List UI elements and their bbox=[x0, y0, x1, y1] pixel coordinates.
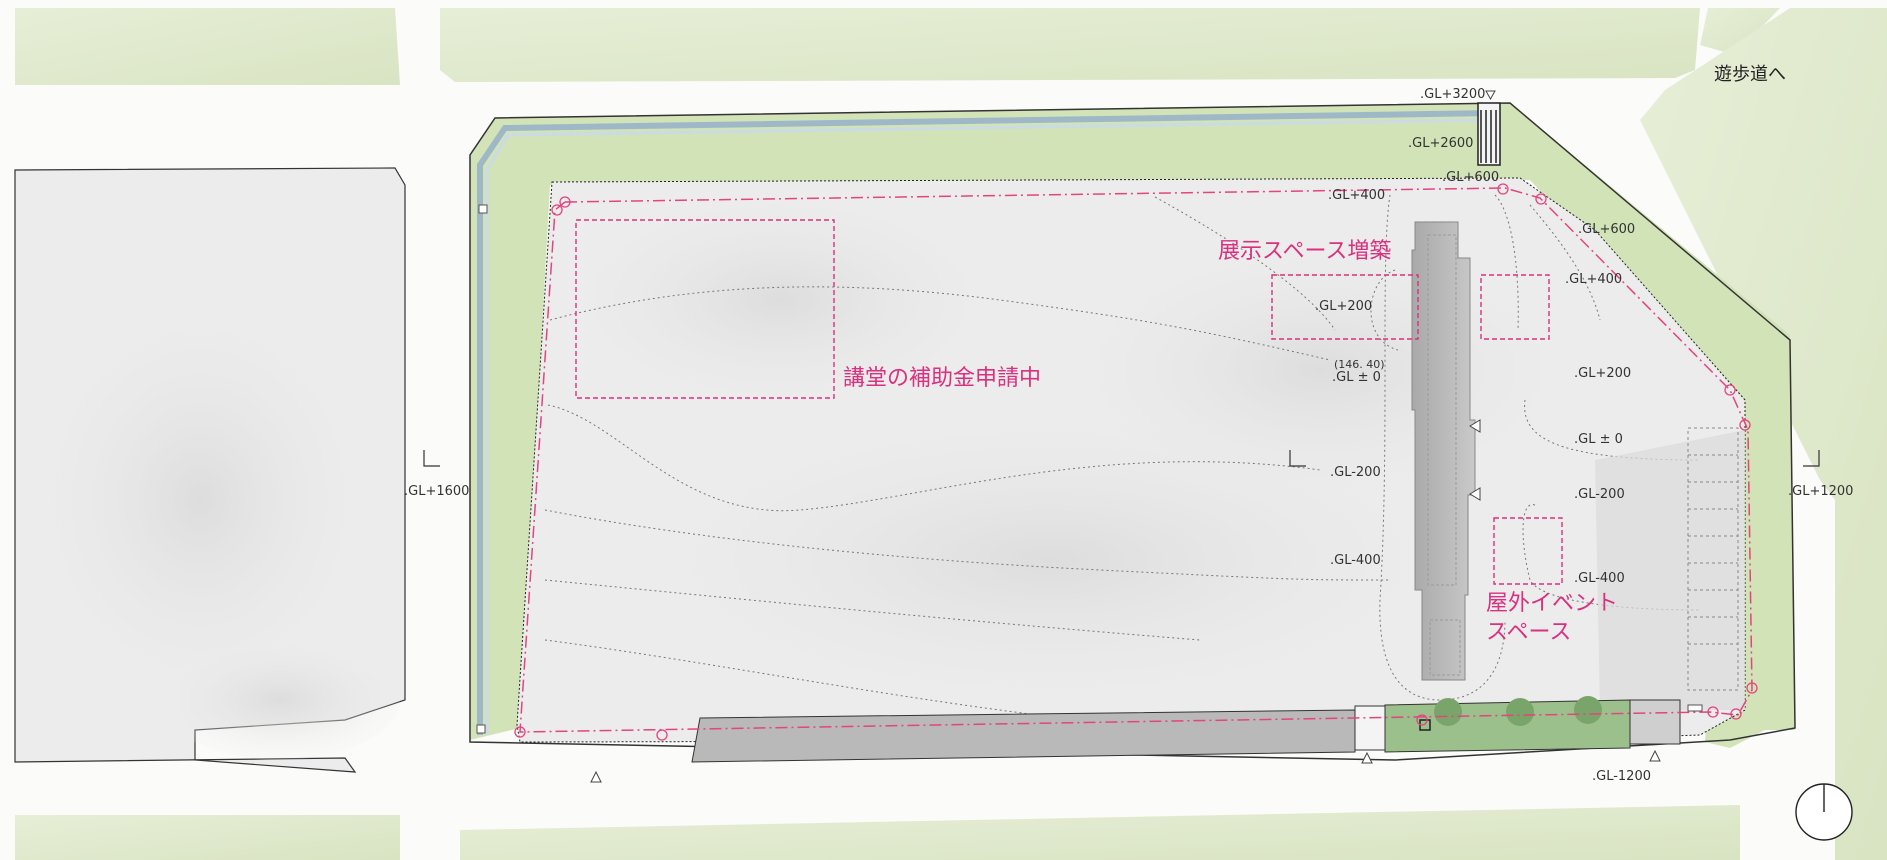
level-label: .GL+600 bbox=[1442, 170, 1499, 185]
field-top-center bbox=[440, 8, 1700, 82]
auditorium-annotation: 講堂の補助金申請中 bbox=[843, 366, 1041, 391]
event-space-annotation-line2: スペース bbox=[1486, 620, 1571, 645]
level-triangle-icon bbox=[1469, 419, 1481, 433]
field-bottom-left bbox=[15, 815, 400, 860]
site-lawn bbox=[470, 103, 1795, 748]
destination-label: 遊歩道へ bbox=[1714, 64, 1786, 85]
site-outline bbox=[469, 102, 1796, 761]
level-label: .GL-200 bbox=[1330, 465, 1381, 480]
level-label: .GL+400 bbox=[1565, 272, 1622, 287]
level-label: .GL-200 bbox=[1574, 487, 1625, 502]
field-right bbox=[1640, 8, 1887, 860]
level-label: .GL+400 bbox=[1328, 188, 1385, 203]
elevation-note: (146. 40) bbox=[1334, 358, 1385, 371]
exhibition-frame-east bbox=[1480, 274, 1550, 340]
surrounding-fields bbox=[15, 8, 1887, 860]
field-top-left bbox=[15, 8, 400, 85]
exhibition-frame-west bbox=[1271, 274, 1419, 340]
level-label: .GL+2600 bbox=[1408, 136, 1473, 151]
north-arrow-icon bbox=[1795, 783, 1853, 841]
level-label: .GL ± 0 bbox=[1574, 432, 1623, 447]
level-label: .GL+3200 bbox=[1420, 87, 1485, 102]
boundary-markers bbox=[514, 183, 1758, 741]
event-space-annotation-line1: 屋外イベント bbox=[1486, 591, 1618, 616]
level-triangle-icon bbox=[1649, 749, 1661, 762]
level-label: .GL ± 0 bbox=[1332, 370, 1381, 385]
ground-outline bbox=[516, 177, 1746, 743]
level-label: .GL-400 bbox=[1330, 553, 1381, 568]
level-label: .GL-1200 bbox=[1592, 769, 1651, 784]
field-bottom-center bbox=[460, 805, 1740, 860]
level-label: .GL-400 bbox=[1574, 571, 1625, 586]
level-triangle-icon bbox=[1485, 90, 1496, 101]
level-triangles bbox=[590, 90, 1661, 783]
annotations: 講堂の補助金申請中 展示スペース増築 屋外イベント スペース 遊歩道へ bbox=[843, 64, 1786, 645]
event-space-frame bbox=[1493, 517, 1563, 585]
section-markers bbox=[423, 450, 1820, 467]
level-label: .GL+1600 bbox=[404, 484, 469, 499]
parking-area bbox=[1595, 430, 1745, 710]
water-channel bbox=[476, 110, 1496, 735]
level-label: .GL+600 bbox=[1578, 222, 1635, 237]
south-wall bbox=[691, 696, 1703, 763]
level-label: .GL+200 bbox=[1315, 299, 1372, 314]
site-boundary bbox=[519, 187, 1753, 733]
level-labels: .GL+3200 .GL+2600 .GL+600 .GL+400 .GL+60… bbox=[404, 87, 1853, 784]
auditorium-frame bbox=[575, 219, 835, 399]
proposal-frames bbox=[575, 219, 1563, 585]
north-stairs bbox=[1477, 102, 1501, 166]
field-top-right-strip bbox=[1700, 8, 1780, 55]
neighbor-lot bbox=[14, 167, 406, 773]
level-triangle-icon bbox=[1361, 751, 1373, 764]
level-label: .GL+1200 bbox=[1788, 484, 1853, 499]
level-label: .GL+200 bbox=[1574, 366, 1631, 381]
level-triangle-icon bbox=[590, 770, 602, 783]
level-triangle-icon bbox=[1469, 487, 1481, 501]
building bbox=[1411, 221, 1481, 681]
exhibition-annotation: 展示スペース増築 bbox=[1218, 239, 1391, 264]
parking-stalls bbox=[1687, 427, 1739, 691]
